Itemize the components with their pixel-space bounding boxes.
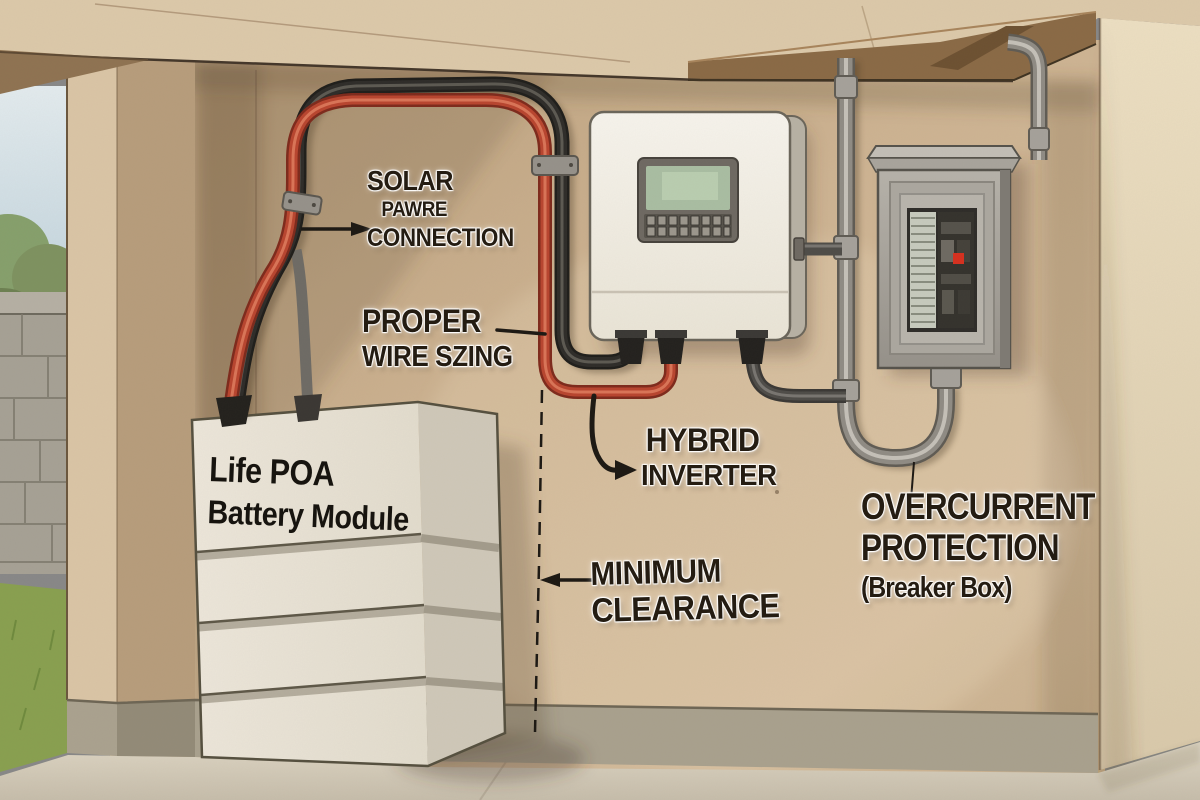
- label-overcurrent-protection: OVERCURRENT PROTECTION (Breaker Box): [861, 486, 1095, 604]
- label-line: PROTECTION: [861, 527, 1060, 569]
- label-line: WIRE SZING: [362, 341, 513, 374]
- label-line: INVERTER: [641, 460, 777, 493]
- label-minimum-clearance: MINIMUM CLEARANCE: [589, 551, 780, 631]
- label-solar-connection: SOLAR PAWRE CONNECTION: [367, 166, 514, 251]
- label-line: (Breaker Box): [861, 571, 1012, 604]
- label-proper-wire-sizing: PROPER WIRE SZING: [362, 303, 513, 374]
- label-line: Battery Module: [206, 493, 410, 539]
- label-line: CLEARANCE: [590, 587, 780, 631]
- label-line: MINIMUM: [589, 551, 722, 592]
- label-line: PAWRE: [381, 198, 448, 222]
- label-line: Life POA: [208, 450, 336, 494]
- label-line: SOLAR: [367, 165, 453, 196]
- label-line: OVERCURRENT: [861, 486, 1095, 527]
- label-hybrid-inverter: HYBRID INVERTER: [641, 422, 777, 493]
- label-line: HYBRID: [645, 422, 760, 458]
- label-battery-module: Life POA Battery Module: [206, 450, 411, 539]
- label-line: PROPER: [362, 303, 481, 339]
- label-line: CONNECTION: [367, 223, 514, 252]
